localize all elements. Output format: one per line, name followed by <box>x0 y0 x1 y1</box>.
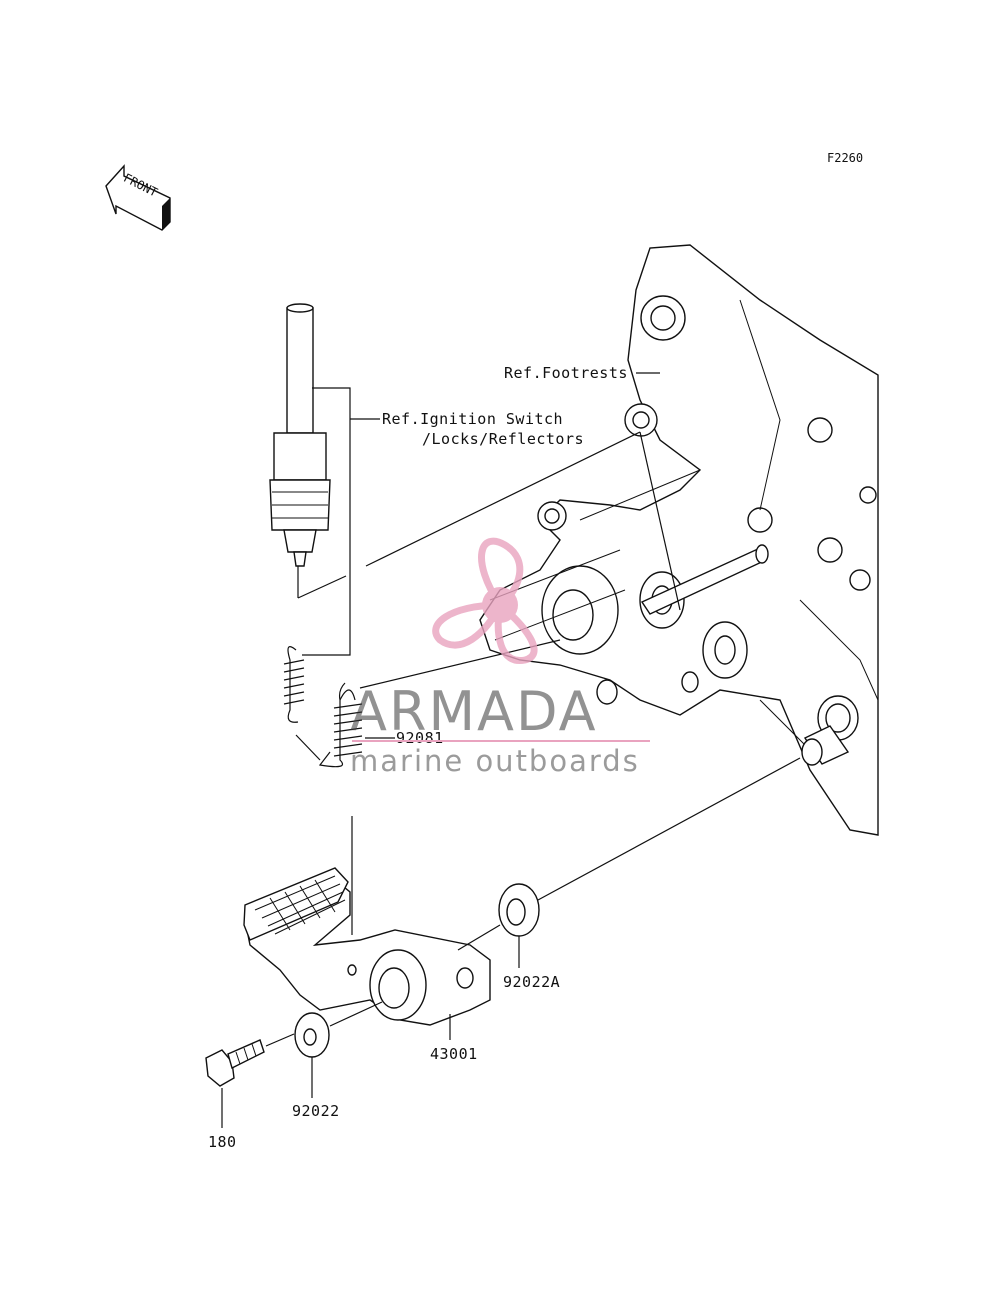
label-ref-ignition-line2: /Locks/Reflectors <box>422 430 584 448</box>
switch-spring <box>283 646 305 723</box>
brake-light-switch <box>269 303 331 567</box>
diagram-code: F2260 <box>827 151 863 165</box>
label-ref-ignition-line1: Ref.Ignition Switch <box>382 410 563 428</box>
label-part-92022: 92022 <box>292 1102 340 1120</box>
brake-pedal-43001 <box>243 867 491 1026</box>
label-part-92081: 92081 <box>396 729 444 747</box>
bolt-180 <box>205 1039 265 1087</box>
label-ref-footrests: Ref.Footrests <box>504 364 628 382</box>
propeller-logo-icon <box>432 537 538 664</box>
frame-bracket <box>479 244 879 836</box>
label-part-92022A: 92022A <box>503 973 560 991</box>
label-part-180: 180 <box>208 1133 237 1151</box>
leader-lines <box>221 372 801 1128</box>
return-spring-92081 <box>318 682 363 768</box>
front-arrow-icon: FRONT <box>105 164 171 231</box>
watermark-brand: ARMADA <box>350 680 598 743</box>
armada-watermark: ARMADA marine outboards <box>350 537 650 778</box>
watermark-tagline: marine outboards <box>350 744 640 778</box>
label-part-43001: 43001 <box>430 1045 478 1063</box>
washer-92022 <box>294 1012 330 1058</box>
washer-92022A <box>498 883 540 937</box>
